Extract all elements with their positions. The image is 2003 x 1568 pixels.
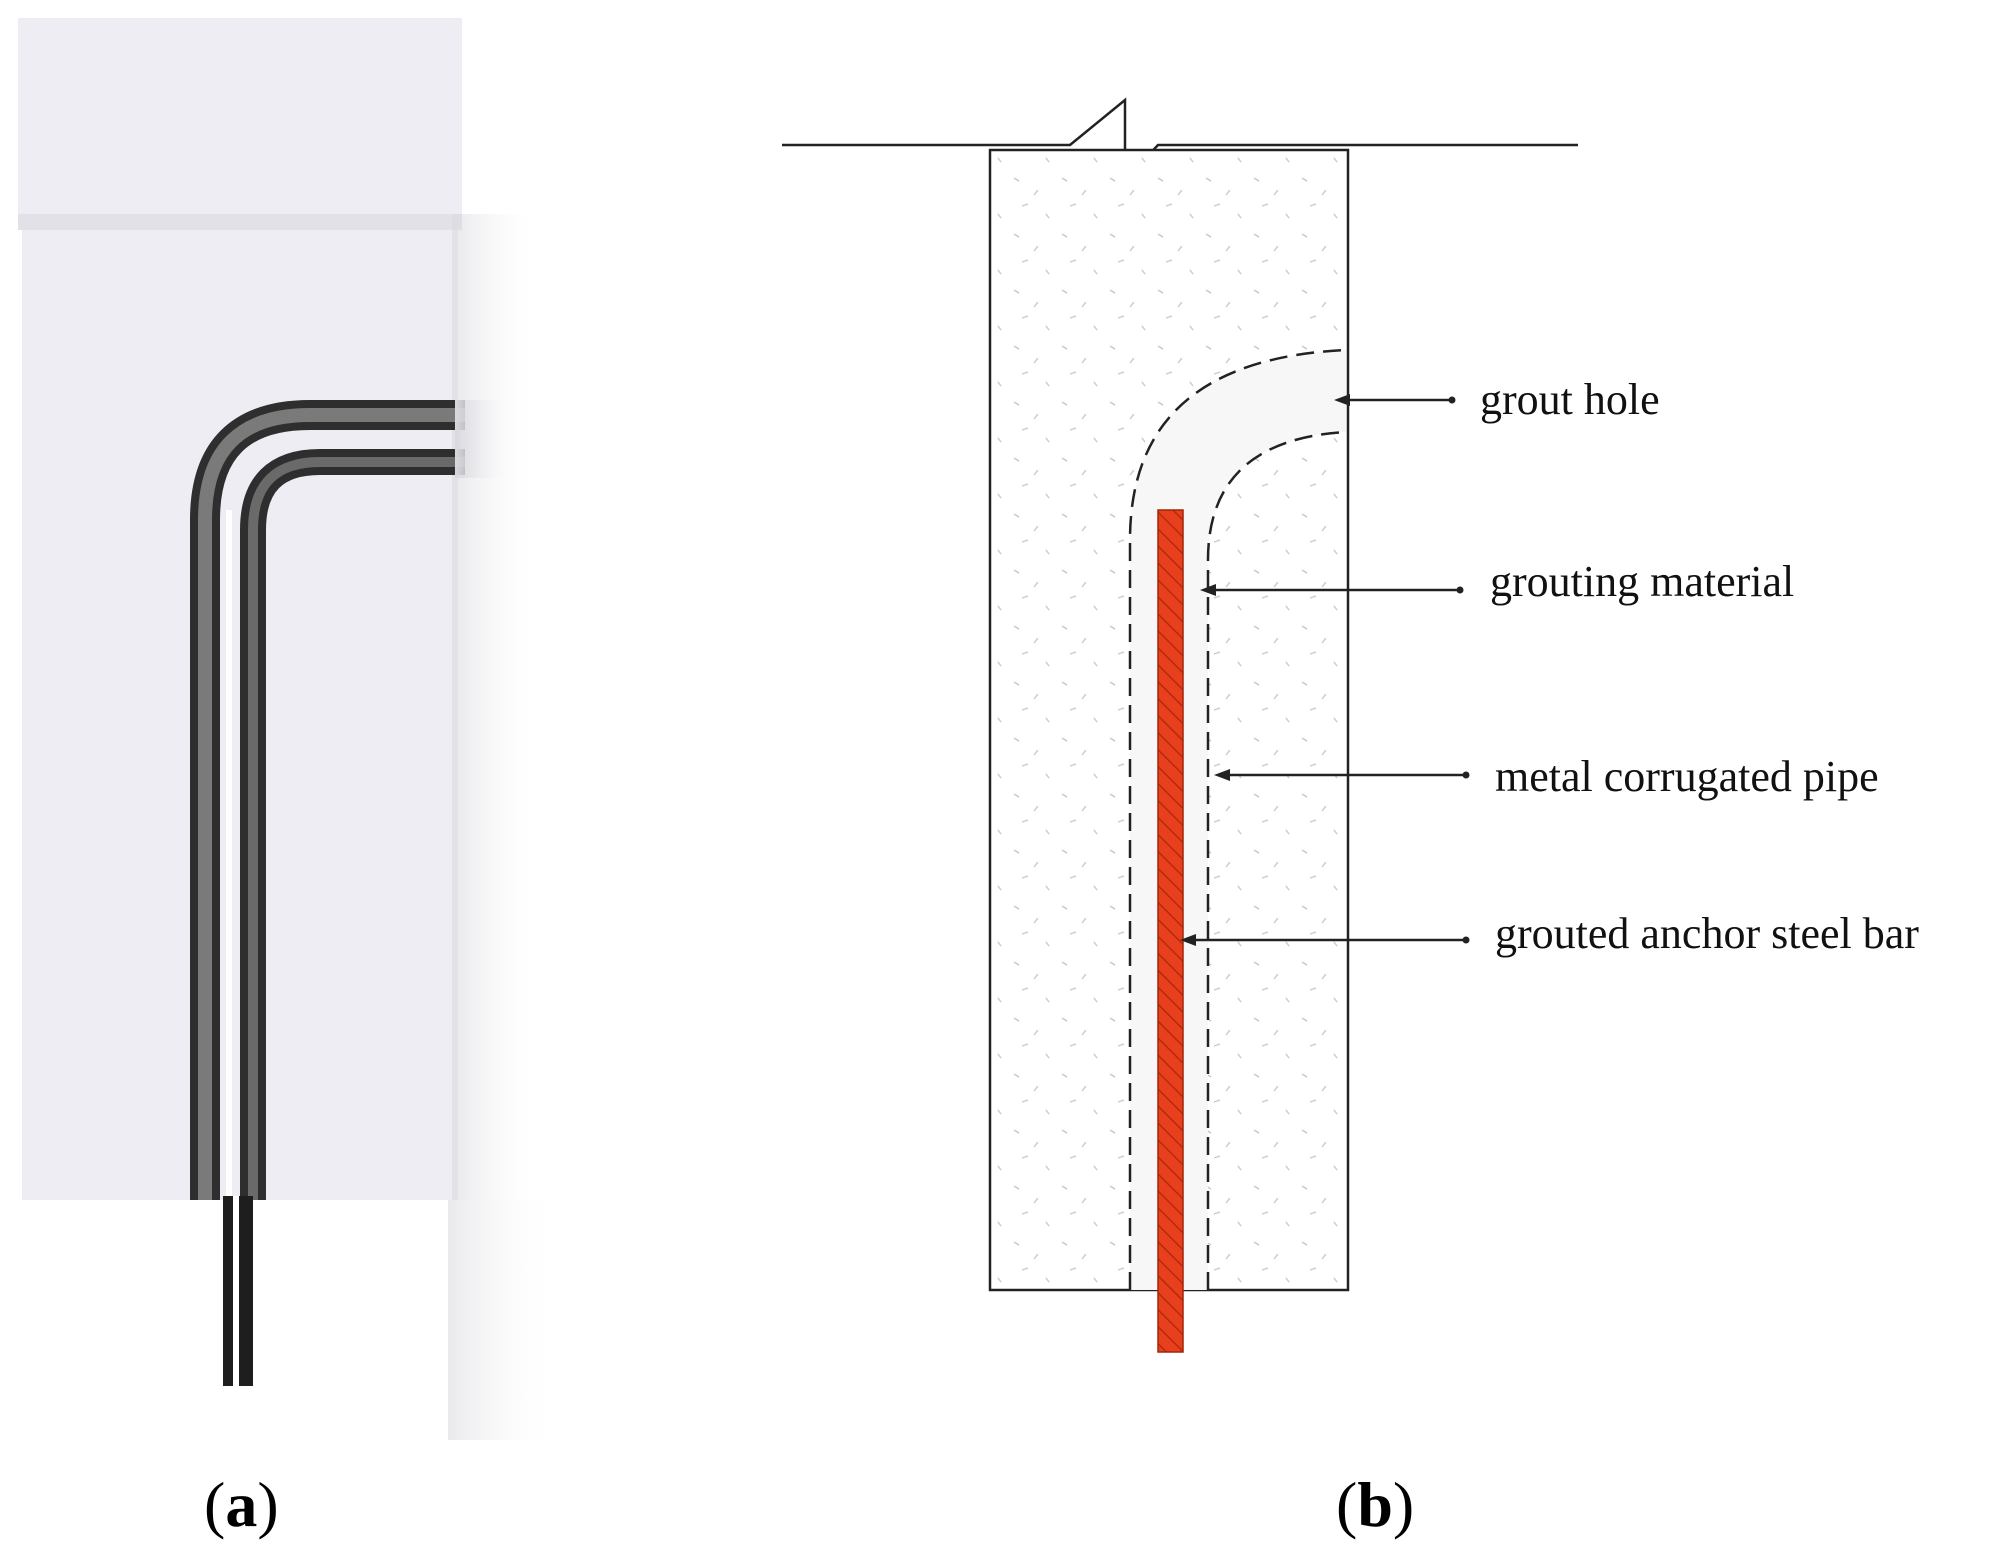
- concrete-cap-block: [18, 18, 462, 214]
- corrugated-pipe-highlight: [198, 408, 465, 1200]
- grout-hole-region: [1130, 350, 1346, 1290]
- break-line: [782, 97, 1578, 184]
- panel-label-b: (b): [1336, 1468, 1414, 1542]
- panel-a-letter: a: [225, 1469, 258, 1540]
- panel-b-open-paren: (: [1336, 1469, 1358, 1540]
- wall-shadow-fade: [452, 214, 542, 1200]
- panel-a-render: [18, 18, 558, 1440]
- callout-grouting-material: grouting material: [1490, 557, 1795, 606]
- panel-a-open-paren: (: [204, 1469, 226, 1540]
- anchor-bar-protrusion-highlight: [233, 1196, 239, 1386]
- callout-grout-hole: grout hole: [1480, 375, 1660, 424]
- callout-grouted-anchor-steel-bar: grouted anchor steel bar: [1495, 909, 1919, 958]
- cap-shadow-strip: [18, 214, 462, 230]
- pipe-wall-inner: [1206, 430, 1347, 1290]
- leader-grouting-material: [1200, 584, 1464, 596]
- pipe-wall-outer: [1128, 348, 1347, 1290]
- leader-metal-pipe: [1214, 769, 1470, 781]
- panel-a-close-paren: ): [257, 1469, 279, 1540]
- panel-b-section: [782, 97, 1578, 1353]
- panel-b-letter: b: [1357, 1469, 1393, 1540]
- grouted-anchor-steel-bar: [1157, 509, 1184, 1353]
- leader-anchor-bar: [1180, 934, 1470, 946]
- pipe-end-fade: [455, 400, 515, 478]
- corrugated-pipe-inner-highlight: [248, 457, 465, 1200]
- leader-grout-hole: [1334, 394, 1456, 406]
- base-shadow-fade: [448, 1200, 558, 1440]
- callout-metal-corrugated-pipe: metal corrugated pipe: [1495, 752, 1879, 801]
- panel-b-close-paren: ): [1392, 1469, 1415, 1540]
- panel-label-a: (a): [204, 1468, 279, 1542]
